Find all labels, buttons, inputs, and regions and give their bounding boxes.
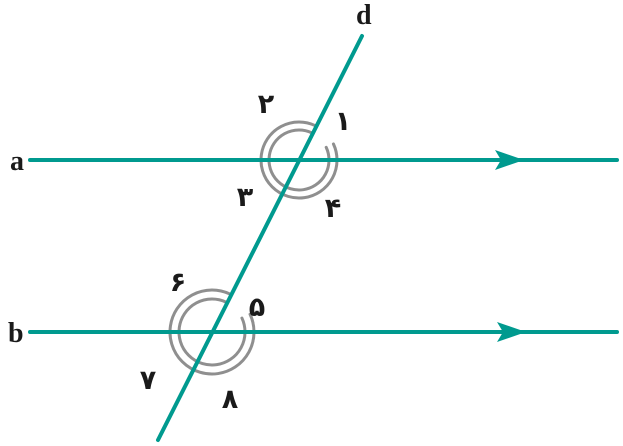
angle-7-label: ۷ <box>140 365 157 396</box>
arrowheads-group <box>495 150 526 342</box>
line-d <box>156 34 364 442</box>
angle-arc-bottom-outer <box>168 288 256 376</box>
angle-8-label: ۸ <box>222 384 239 415</box>
lines-group <box>28 34 619 442</box>
angle-arcs-group <box>168 120 339 376</box>
line-b-label: b <box>8 318 24 349</box>
line-a-arrowhead-icon <box>495 150 524 170</box>
angle-3-label: ۳ <box>237 182 254 213</box>
angle-2-label: ۲ <box>258 89 275 120</box>
angle-6-label: ۶ <box>170 267 186 298</box>
angle-5-label: ۵ <box>249 292 265 323</box>
angle-arc-top-inner <box>267 128 331 192</box>
line-b-arrowhead-icon <box>497 322 526 342</box>
angle-4-label: ۴ <box>325 193 341 224</box>
line-d-label: d <box>356 0 372 31</box>
labels-group: a b d ۲ ۱ ۳ ۴ ۶ ۵ ۷ ۸ <box>8 0 372 415</box>
line-a-label: a <box>10 146 24 177</box>
angle-1-label: ۱ <box>335 106 351 137</box>
angle-arc-top-outer <box>259 120 339 200</box>
angle-arc-bottom-inner <box>177 297 247 367</box>
